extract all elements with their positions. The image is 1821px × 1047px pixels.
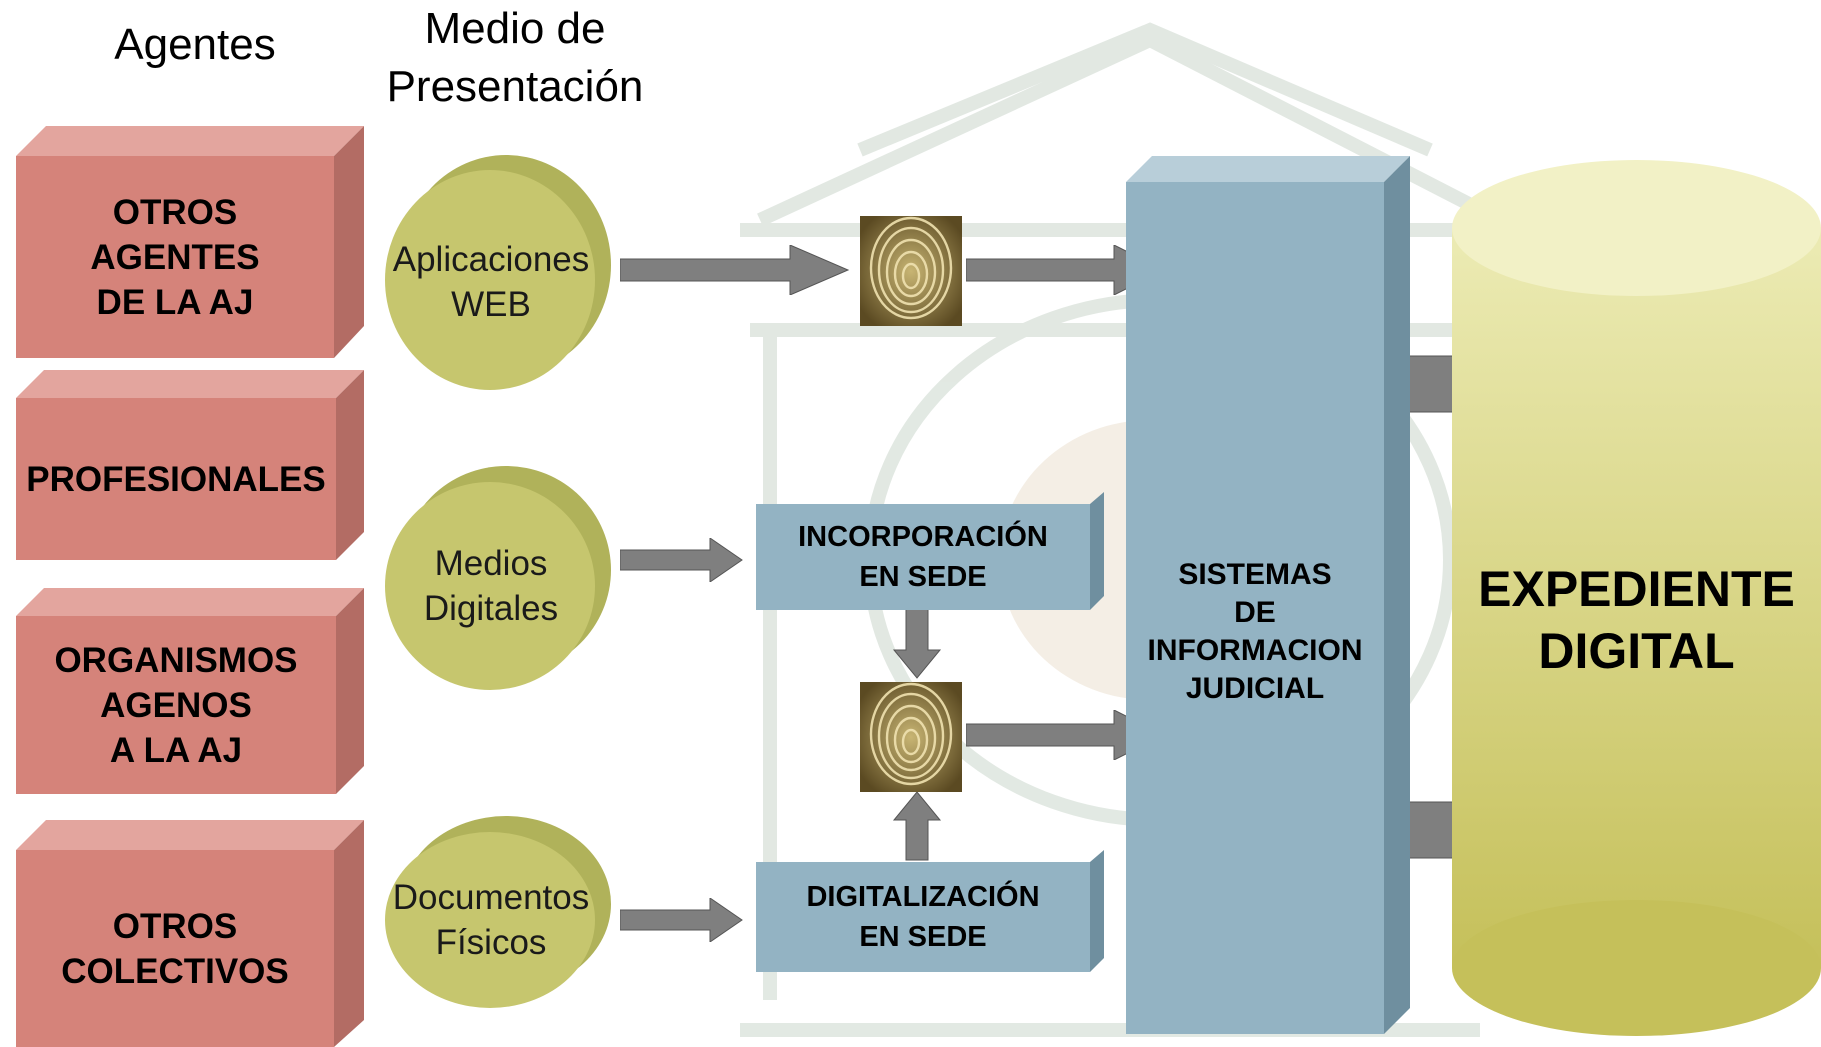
medio-aplicaciones-web: Aplicaciones WEB bbox=[378, 152, 618, 392]
agent-otros-colectivos: OTROS COLECTIVOS bbox=[16, 820, 364, 1047]
arrow-digitales-to-incorporacion bbox=[620, 538, 743, 582]
agent-label: ORGANISMOS AGENOS A LA AJ bbox=[54, 640, 298, 770]
arrow-incorporacion-down bbox=[892, 606, 942, 679]
agent-organismos: ORGANISMOS AGENOS A LA AJ bbox=[16, 588, 364, 794]
arrow-web-to-fingerprint bbox=[620, 245, 850, 295]
agent-otros-agentes: OTROS AGENTES DE LA AJ bbox=[16, 126, 364, 358]
medio-label: Documentos Físicos bbox=[392, 878, 590, 962]
medio-medios-digitales: Medios Digitales bbox=[378, 466, 618, 692]
agent-label: OTROS COLECTIVOS bbox=[61, 906, 289, 991]
agent-profesionales: PROFESIONALES bbox=[16, 370, 364, 560]
arrow-digitalizacion-up bbox=[892, 792, 942, 861]
agentes-header: Agentes bbox=[114, 20, 276, 69]
agent-label: OTROS AGENTES DE LA AJ bbox=[90, 192, 260, 322]
fingerprint-icon bbox=[860, 216, 962, 326]
medio-header-line1: Medio de bbox=[424, 4, 606, 53]
medio-header-line2: Presentación bbox=[386, 62, 644, 111]
sistemas-informacion-judicial: SISTEMAS DE INFORMACION JUDICIAL bbox=[1126, 156, 1410, 1034]
process-label: INCORPORACIÓN EN SEDE bbox=[798, 521, 1048, 593]
process-digitalizacion: DIGITALIZACIÓN EN SEDE bbox=[756, 850, 1104, 972]
agent-label: PROFESIONALES bbox=[26, 459, 326, 499]
process-incorporacion: INCORPORACIÓN EN SEDE bbox=[756, 492, 1104, 610]
arrow-documentos-to-digitalizacion bbox=[620, 898, 743, 942]
medio-label: Aplicaciones WEB bbox=[392, 240, 590, 324]
medio-label: Medios Digitales bbox=[423, 544, 559, 628]
expediente-digital-cylinder: EXPEDIENTE DIGITAL bbox=[1452, 160, 1821, 1036]
expediente-label: EXPEDIENTE DIGITAL bbox=[1478, 561, 1795, 679]
medio-documentos-fisicos: Documentos Físicos bbox=[378, 816, 618, 1008]
fingerprint-icon bbox=[860, 682, 962, 792]
process-label: DIGITALIZACIÓN EN SEDE bbox=[806, 881, 1040, 953]
sistemas-label: SISTEMAS DE INFORMACION JUDICIAL bbox=[1147, 558, 1363, 705]
